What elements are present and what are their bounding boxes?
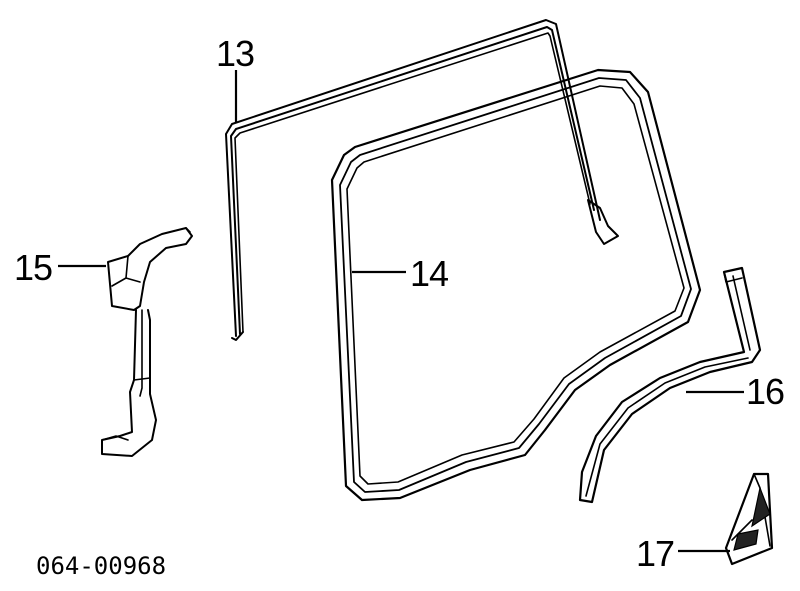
part-16-arch-weatherstrip bbox=[578, 266, 762, 504]
part-17-corner-trim bbox=[724, 472, 774, 566]
callout-15: 15 bbox=[14, 247, 52, 288]
part-13-weatherstrip bbox=[225, 19, 619, 341]
callout-14: 14 bbox=[410, 253, 448, 294]
callout-17: 17 bbox=[636, 533, 674, 574]
diagram-code: 064-00968 bbox=[36, 552, 166, 580]
callout-13: 13 bbox=[216, 33, 254, 74]
callout-16: 16 bbox=[746, 371, 784, 412]
part-15-channel-bracket bbox=[101, 227, 193, 457]
part-14-door-seal bbox=[330, 68, 702, 502]
